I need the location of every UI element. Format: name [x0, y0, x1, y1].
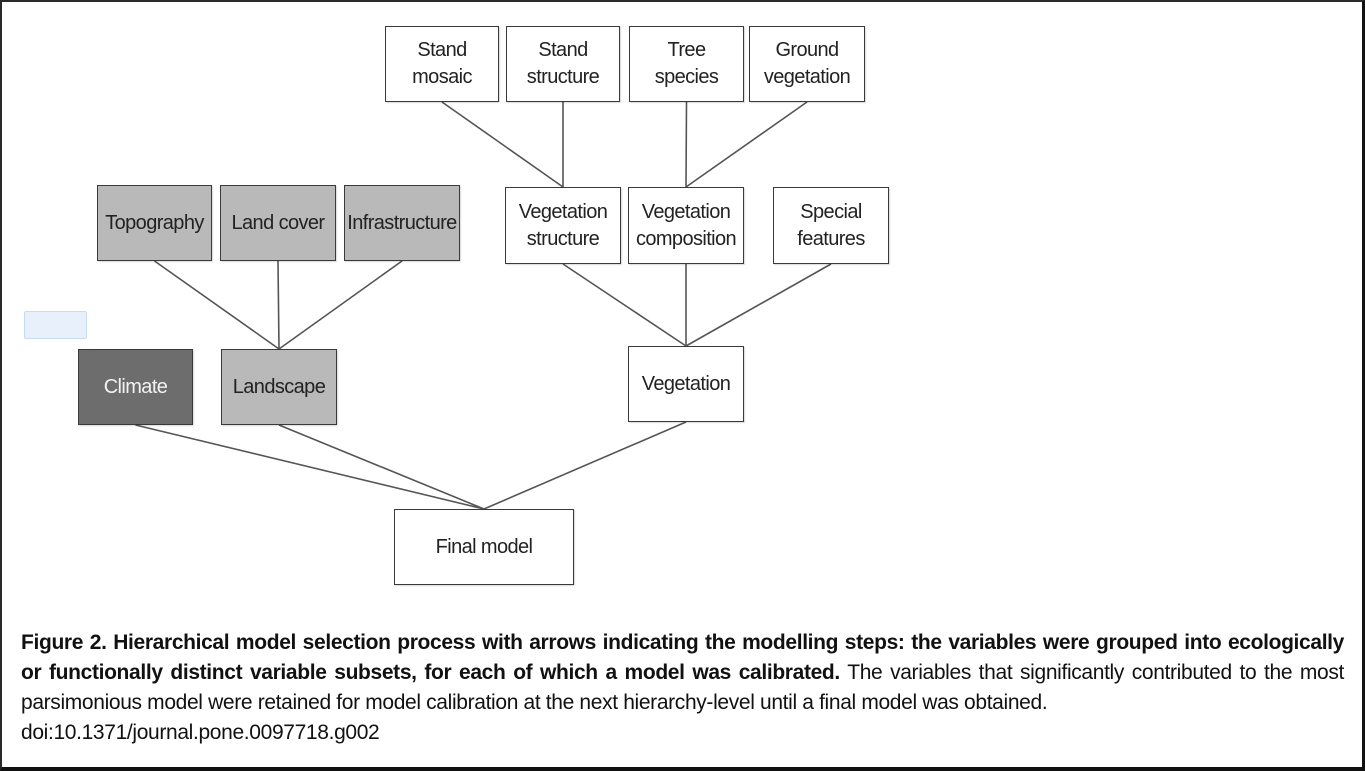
node-vegetation: Vegetation — [628, 346, 744, 422]
node-land-cover: Land cover — [220, 185, 336, 261]
connector-lines — [135, 101, 832, 510]
edge-vegetation-to-final-model — [483, 421, 687, 510]
edge-ground-vegetation-to-vegetation-composition — [685, 101, 808, 188]
edge-landscape-to-final-model — [278, 424, 485, 510]
edge-land-cover-to-landscape — [277, 260, 280, 350]
edge-special-features-to-vegetation — [685, 263, 832, 347]
caption-title: Figure 2. Hierarchical model selection p… — [21, 631, 1344, 684]
edge-stand-mosaic-to-vegetation-structure — [441, 101, 564, 188]
node-infrastructure: Infrastructure — [344, 185, 460, 261]
caption-body: The variables that significantly contrib… — [21, 661, 1344, 714]
edge-infrastructure-to-landscape — [278, 260, 403, 350]
node-climate: Climate — [78, 349, 193, 425]
edge-vegetation-structure-to-vegetation — [562, 263, 687, 347]
caption-doi[interactable]: doi:10.1371/journal.pone.0097718.g002 — [21, 721, 380, 744]
node-stand-structure: Stand structure — [506, 26, 620, 102]
node-stand-mosaic: Stand mosaic — [385, 26, 499, 102]
edge-climate-to-final-model — [135, 424, 485, 510]
selection-highlight[interactable] — [24, 311, 87, 339]
node-final-model: Final model — [394, 509, 574, 585]
node-special-features: Special features — [773, 187, 889, 264]
edge-topography-to-landscape — [154, 260, 280, 350]
node-vegetation-composition: Vegetation composition — [628, 187, 744, 264]
node-topography: Topography — [97, 185, 212, 261]
node-landscape: Landscape — [221, 349, 337, 425]
node-ground-vegetation: Ground vegetation — [749, 26, 865, 102]
edge-tree-species-to-vegetation-composition — [685, 101, 688, 188]
node-tree-species: Tree species — [629, 26, 744, 102]
model-hierarchy-diagram: Stand mosaic Stand structure Tree specie… — [78, 26, 889, 585]
node-vegetation-structure: Vegetation structure — [505, 187, 621, 264]
figure-caption: Figure 2. Hierarchical model selection p… — [21, 628, 1344, 748]
